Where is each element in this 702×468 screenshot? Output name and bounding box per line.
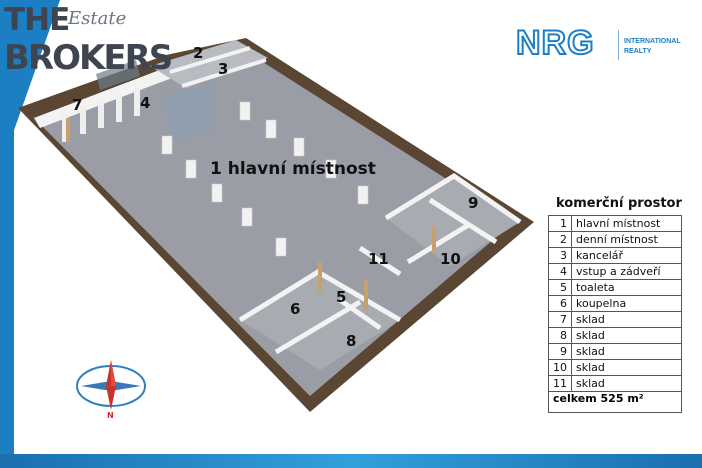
- room-label-8: 8: [346, 332, 356, 350]
- brand-line-estate: Estate: [68, 8, 127, 29]
- legend-row-number: 10: [548, 359, 572, 376]
- legend-title: komerční prostor: [556, 196, 682, 211]
- room-7-partitions: [62, 88, 140, 142]
- plan-floor: [34, 50, 514, 396]
- bottom-stripe: [0, 454, 702, 468]
- brand-line-the: THE: [4, 2, 70, 38]
- nrg-sub-international: INTERNATIONAL: [624, 38, 681, 45]
- legend-row-number: 11: [548, 375, 572, 392]
- columns: [161, 101, 369, 257]
- room-label-1: 1 hlavní místnost: [210, 159, 376, 179]
- legend-row-name: sklad: [571, 311, 682, 328]
- doors: [66, 118, 436, 310]
- room-label-10: 10: [440, 250, 461, 268]
- legend-row-name: kancelář: [571, 247, 682, 264]
- nrg-sub-realty: REALTY: [624, 48, 652, 55]
- legend-row-number: 7: [548, 311, 572, 328]
- legend-row-name: sklad: [571, 343, 682, 360]
- nrg-logo: NRG INTERNATIONAL REALTY: [515, 23, 696, 66]
- room-label-9: 9: [468, 194, 478, 212]
- brand-logo: THE Estate BROKERS: [4, 2, 173, 82]
- nrg-wordmark: NRG: [515, 23, 595, 63]
- legend-row-number: 8: [548, 327, 572, 344]
- room-label-4: 4: [140, 94, 150, 112]
- nrg-separator: [618, 30, 619, 60]
- room-label-5: 5: [336, 288, 346, 306]
- legend-total: celkem 525 m²: [548, 392, 682, 413]
- compass-north-label: N: [107, 411, 114, 420]
- legend-row-name: vstup a zádveří: [571, 263, 682, 280]
- legend-row-name: sklad: [571, 327, 682, 344]
- legend-row-number: 9: [548, 343, 572, 360]
- room-label-2: 2: [193, 44, 203, 62]
- legend-row-number: 3: [548, 247, 572, 264]
- legend-row-number: 1: [548, 215, 572, 232]
- entrance-glass: [96, 60, 140, 90]
- legend-row-name: koupelna: [571, 295, 682, 312]
- legend-row-number: 2: [548, 231, 572, 248]
- left-stripe: [0, 100, 14, 468]
- legend-row-name: sklad: [571, 359, 682, 376]
- vestibule-glass: [166, 84, 214, 140]
- legend-row-name: toaleta: [571, 279, 682, 296]
- legend-row-name: sklad: [571, 375, 682, 392]
- room-label-3: 3: [218, 60, 228, 78]
- legend-row-number: 4: [548, 263, 572, 280]
- brand-line-brokers: BROKERS: [4, 38, 173, 78]
- legend-row-name: hlavní místnost: [571, 215, 682, 232]
- room-label-11: 11: [368, 250, 389, 268]
- room-label-7: 7: [72, 96, 82, 114]
- room-label-6: 6: [290, 300, 300, 318]
- compass-icon: N: [76, 360, 146, 420]
- legend-row-name: denní místnost: [571, 231, 682, 248]
- legend-row-number: 6: [548, 295, 572, 312]
- legend-row-number: 5: [548, 279, 572, 296]
